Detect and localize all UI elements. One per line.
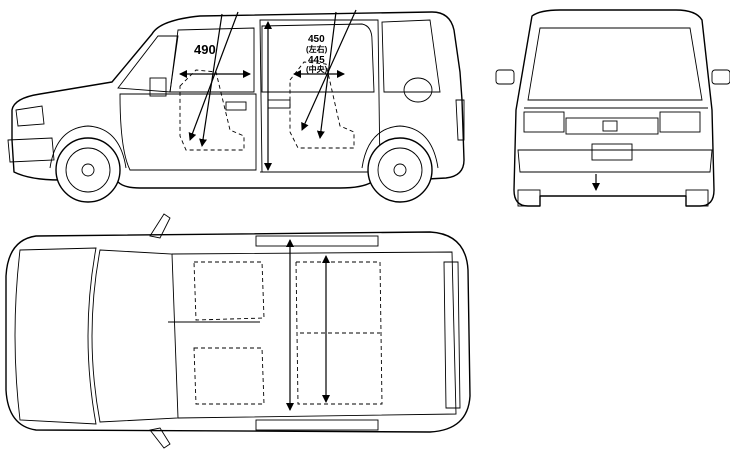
top-front-right-seat [193, 347, 265, 405]
dim-rear-center-note: (中央) [306, 64, 328, 74]
side-fuel-cap [403, 77, 433, 103]
side-rear-seat [289, 61, 355, 149]
side-rear-door-handle [267, 99, 291, 109]
top-hood [14, 247, 97, 425]
side-body-outline [11, 11, 465, 189]
top-view [5, 213, 471, 449]
front-left-headlight [523, 111, 565, 133]
front-grille [565, 117, 659, 135]
side-rear-arch [361, 125, 439, 169]
front-left-mirror [495, 69, 515, 85]
front-bumper [517, 149, 713, 173]
top-rear-glass [443, 261, 461, 409]
top-rear-bench [295, 261, 383, 405]
top-body-outline [5, 231, 471, 433]
side-rear-wheel [367, 137, 433, 203]
front-body-outline [513, 9, 715, 207]
dim-front-diag-1 [188, 11, 239, 141]
side-front-door-handle [225, 101, 247, 111]
front-view [495, 9, 730, 207]
side-rear-light [455, 99, 465, 141]
dim-rear-center-label: 445 [308, 55, 325, 66]
front-right-mirror [711, 69, 730, 85]
top-upper-door-rail [255, 235, 379, 247]
side-front-door [119, 93, 257, 171]
top-roof [171, 251, 457, 419]
front-left-tire [517, 189, 541, 207]
side-front-arch [49, 125, 127, 169]
top-front-left-seat [193, 261, 265, 321]
side-windshield [117, 35, 179, 93]
top-left-mirror [149, 213, 171, 239]
dim-rear-sides-label: 450 [308, 34, 325, 45]
top-right-mirror [149, 427, 171, 449]
side-front-bumper [7, 137, 55, 163]
side-rear-window [261, 23, 375, 93]
side-front-window [169, 27, 255, 93]
side-quarter-window [381, 19, 441, 93]
front-emblem [602, 120, 618, 132]
side-front-wheel [55, 137, 121, 203]
side-mirror [149, 77, 167, 97]
dim-rear-sides-note: (左右) [306, 44, 328, 54]
side-view: 490 450 (左右) 445 (中央) [7, 9, 465, 203]
front-right-tire [685, 189, 709, 207]
front-right-headlight [659, 111, 701, 133]
top-windshield [91, 249, 179, 423]
dim-front-seat-width-label: 490 [194, 42, 216, 57]
dim-front-diag-2 [199, 13, 223, 147]
side-headlight [15, 105, 45, 127]
dim-rear-diag-2 [316, 11, 337, 139]
top-lower-door-rail [255, 419, 379, 431]
front-license-plate [591, 143, 633, 161]
front-windshield [527, 27, 703, 101]
